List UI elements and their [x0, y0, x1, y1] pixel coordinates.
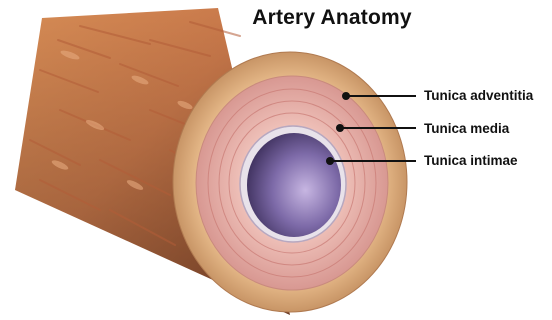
label-tunica-media: Tunica media: [424, 121, 509, 136]
adventitia-marker-dot: [342, 92, 350, 100]
media-marker-dot: [336, 124, 344, 132]
intimae-marker-dot: [326, 157, 334, 165]
artery-lumen: [247, 133, 341, 237]
artery-cross-section: [173, 52, 407, 312]
diagram-title: Artery Anatomy: [212, 6, 452, 30]
label-tunica-intimae: Tunica intimae: [424, 153, 518, 168]
label-tunica-adventitia: Tunica adventitia: [424, 88, 533, 103]
